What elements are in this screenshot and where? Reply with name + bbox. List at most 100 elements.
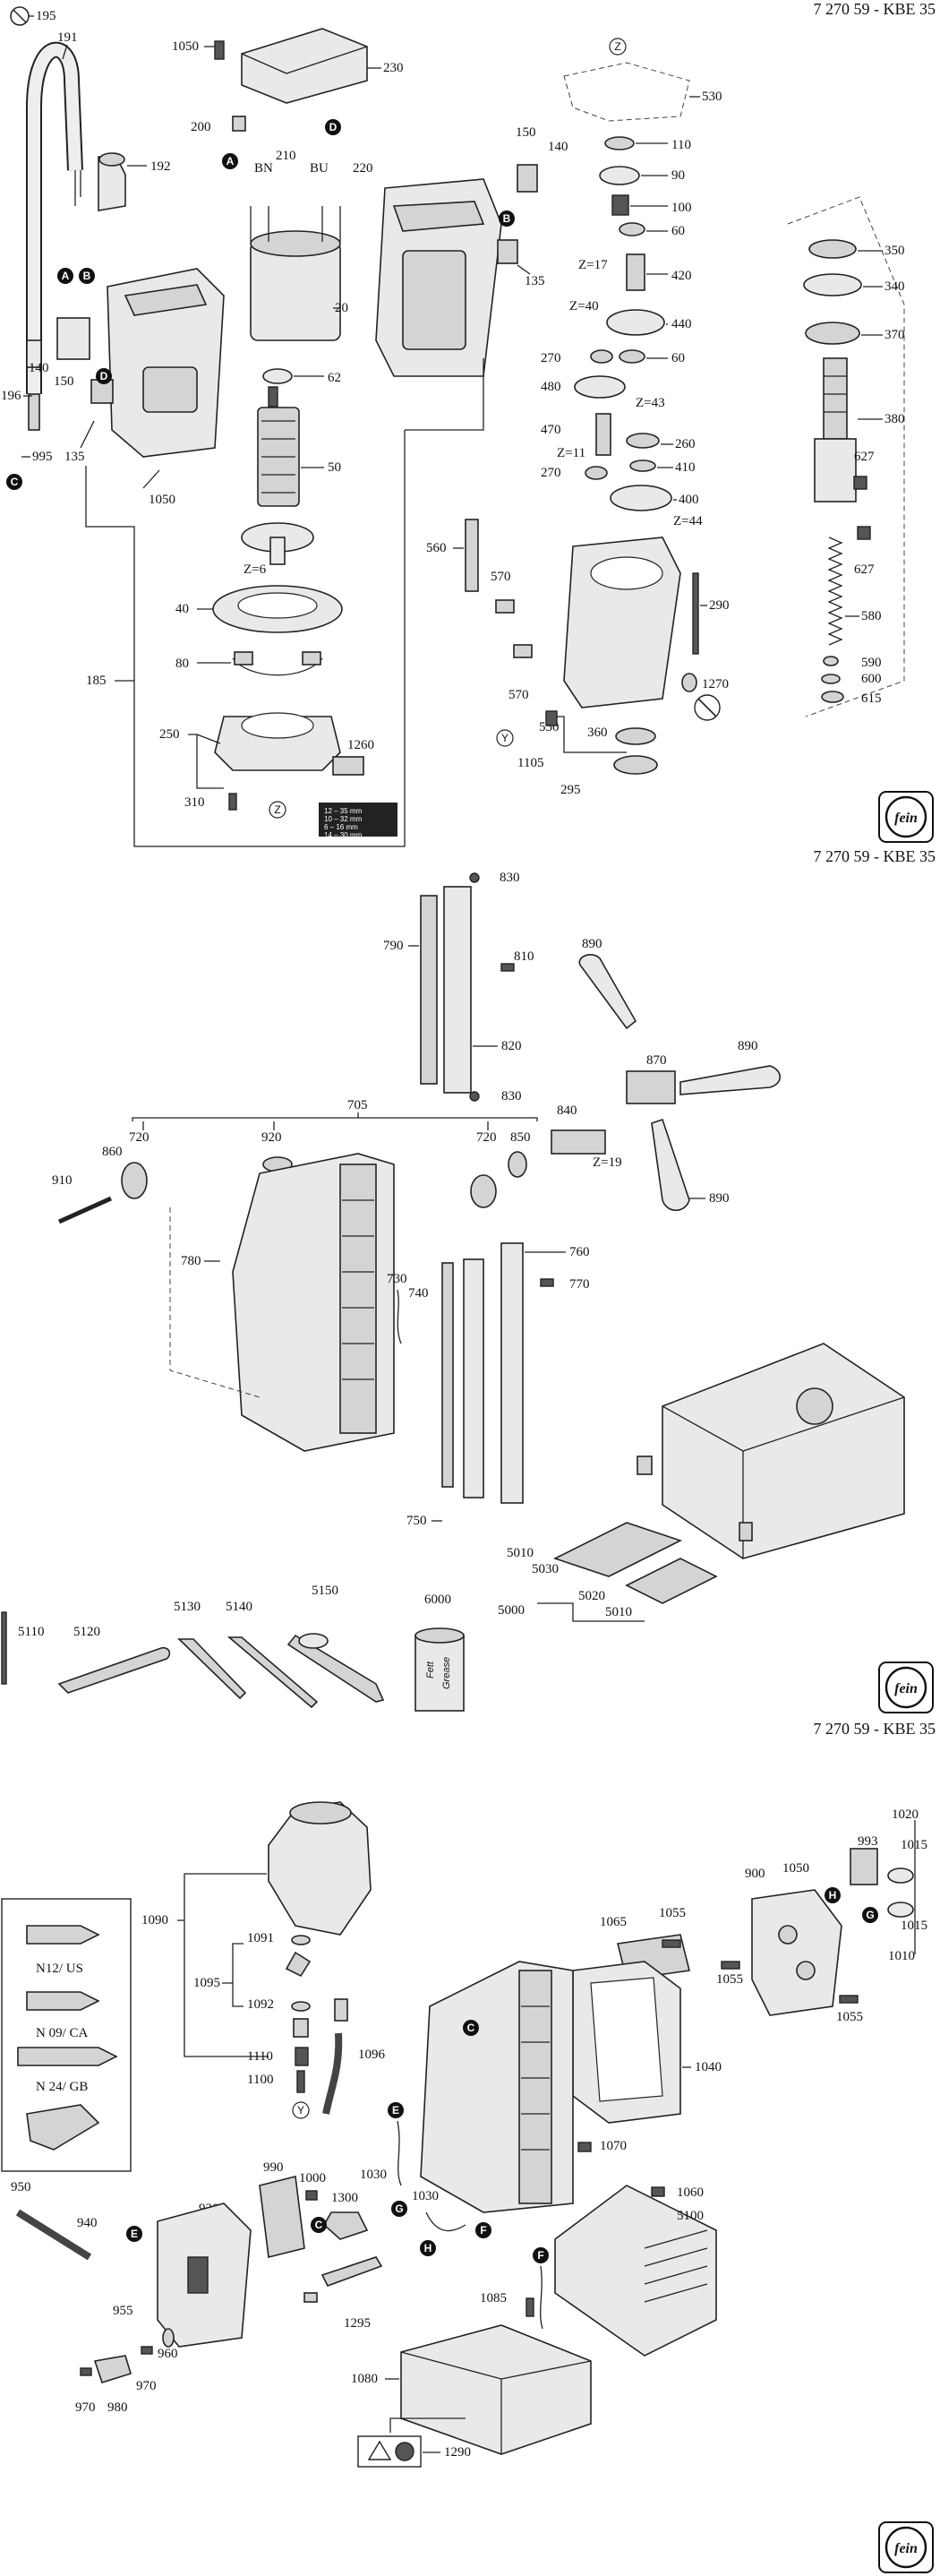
label-270b: 270 xyxy=(541,466,561,480)
marker-d-2: D xyxy=(325,119,341,135)
label-z17: Z=17 xyxy=(578,258,608,272)
label-730: 730 xyxy=(387,1272,407,1286)
z-marker-1: Z xyxy=(614,40,620,53)
marker-c-3: C xyxy=(463,2020,479,2036)
label-191: 191 xyxy=(57,30,78,45)
label-5110: 5110 xyxy=(18,1625,44,1639)
warning-icon xyxy=(367,2440,392,2460)
label-830a: 830 xyxy=(500,871,520,885)
marker-c-1: C xyxy=(6,474,22,490)
label-1055a: 1055 xyxy=(659,1906,686,1920)
rod-5110 xyxy=(1,1611,7,1685)
label-950: 950 xyxy=(11,2180,31,2194)
cable-940 xyxy=(15,2209,92,2261)
svg-text:C: C xyxy=(11,476,19,488)
label-1295: 1295 xyxy=(344,2316,371,2331)
label-860: 860 xyxy=(102,1145,123,1159)
armature-50 xyxy=(241,386,314,565)
label-5100: 5100 xyxy=(677,2209,704,2223)
label-z44: Z=44 xyxy=(673,514,703,528)
brush-plate-80 xyxy=(232,651,323,676)
rail-560 xyxy=(465,519,479,592)
label-720a: 720 xyxy=(129,1130,150,1145)
switch-993 xyxy=(850,1848,878,1885)
label-210: 210 xyxy=(276,149,296,163)
bearing-62 xyxy=(262,368,293,384)
label-1020: 1020 xyxy=(892,1807,919,1822)
label-5010b: 5010 xyxy=(605,1605,632,1619)
label-1260: 1260 xyxy=(347,738,374,752)
label-995: 995 xyxy=(32,450,53,464)
label-990: 990 xyxy=(263,2160,284,2175)
label-480: 480 xyxy=(541,380,561,394)
shaft-470 xyxy=(595,413,611,456)
control-panel-900 xyxy=(751,1889,842,2016)
label-196: 196 xyxy=(1,389,21,403)
label-z40: Z=40 xyxy=(569,299,599,313)
svg-text:B: B xyxy=(83,270,91,282)
label-bu: BU xyxy=(310,161,329,176)
svg-text:G: G xyxy=(866,1909,874,1921)
label-n09: N 09/ CA xyxy=(36,2026,89,2040)
switch-150 xyxy=(56,317,90,360)
ring-410 xyxy=(629,459,656,472)
bearing-60a xyxy=(619,222,645,236)
label-360: 360 xyxy=(587,726,608,740)
label-740: 740 xyxy=(408,1286,429,1301)
label-1000: 1000 xyxy=(299,2171,326,2185)
label-590: 590 xyxy=(861,656,882,670)
label-850: 850 xyxy=(510,1130,531,1145)
label-260: 260 xyxy=(675,437,696,451)
speed-row-2: 10 – 32 mm xyxy=(324,815,363,823)
label-110: 110 xyxy=(671,138,691,152)
pinion-420 xyxy=(626,253,645,291)
rack-820 xyxy=(443,886,472,1094)
label-560: 560 xyxy=(426,541,447,555)
label-1015a: 1015 xyxy=(901,1838,927,1852)
column-housing xyxy=(420,1961,574,2213)
label-60b: 60 xyxy=(671,351,685,365)
label-5130: 5130 xyxy=(174,1600,201,1614)
panel-2-column-and-accessories: 7 270 59 - KBE 35 790 830 810 820 830 89… xyxy=(1,847,936,1713)
bearing-60b xyxy=(619,349,645,364)
label-z43: Z=43 xyxy=(636,396,665,410)
svg-text:F: F xyxy=(537,2249,543,2262)
cable-guard-192 xyxy=(98,152,126,211)
hub-870 xyxy=(626,1070,676,1104)
label-270a: 270 xyxy=(541,351,561,365)
bearing-flange-250 xyxy=(214,712,341,771)
label-1100: 1100 xyxy=(247,2073,273,2087)
ring-350 xyxy=(808,239,857,259)
label-20: 20 xyxy=(335,301,348,315)
label-200: 200 xyxy=(191,120,211,134)
warning-label-1290 xyxy=(357,2435,422,2468)
label-1030b: 1030 xyxy=(412,2189,439,2203)
label-5150: 5150 xyxy=(312,1584,338,1598)
handle-890-right xyxy=(679,1065,782,1095)
panel-3-electronics: 7 270 59 - KBE 35 N12/ US N 09/ CA N 24/… xyxy=(1,1720,936,2573)
label-940: 940 xyxy=(77,2216,98,2230)
ring-370 xyxy=(805,322,860,345)
label-890c: 890 xyxy=(709,1191,730,1206)
label-1050b: 1050 xyxy=(149,493,175,507)
hex-key-5140 xyxy=(226,1636,319,1709)
label-1270: 1270 xyxy=(702,677,729,691)
drill-stand-column xyxy=(232,1153,395,1452)
gearbox-housing xyxy=(375,178,502,377)
label-1080: 1080 xyxy=(351,2372,378,2386)
svg-text:D: D xyxy=(329,121,338,133)
label-720b: 720 xyxy=(476,1130,497,1145)
label-760: 760 xyxy=(569,1245,590,1259)
spindle-380 xyxy=(814,357,857,502)
label-400: 400 xyxy=(679,493,699,507)
svg-text:C: C xyxy=(315,2219,323,2231)
svg-text:G: G xyxy=(395,2202,403,2215)
label-140a: 140 xyxy=(548,140,568,154)
label-185: 185 xyxy=(86,674,107,688)
label-970b: 970 xyxy=(136,2379,157,2393)
motor-cover-1090 xyxy=(268,1801,372,1936)
label-530: 530 xyxy=(702,90,722,104)
pin-290 xyxy=(692,572,699,655)
speed-row-1: 12 – 35 mm xyxy=(324,807,363,815)
